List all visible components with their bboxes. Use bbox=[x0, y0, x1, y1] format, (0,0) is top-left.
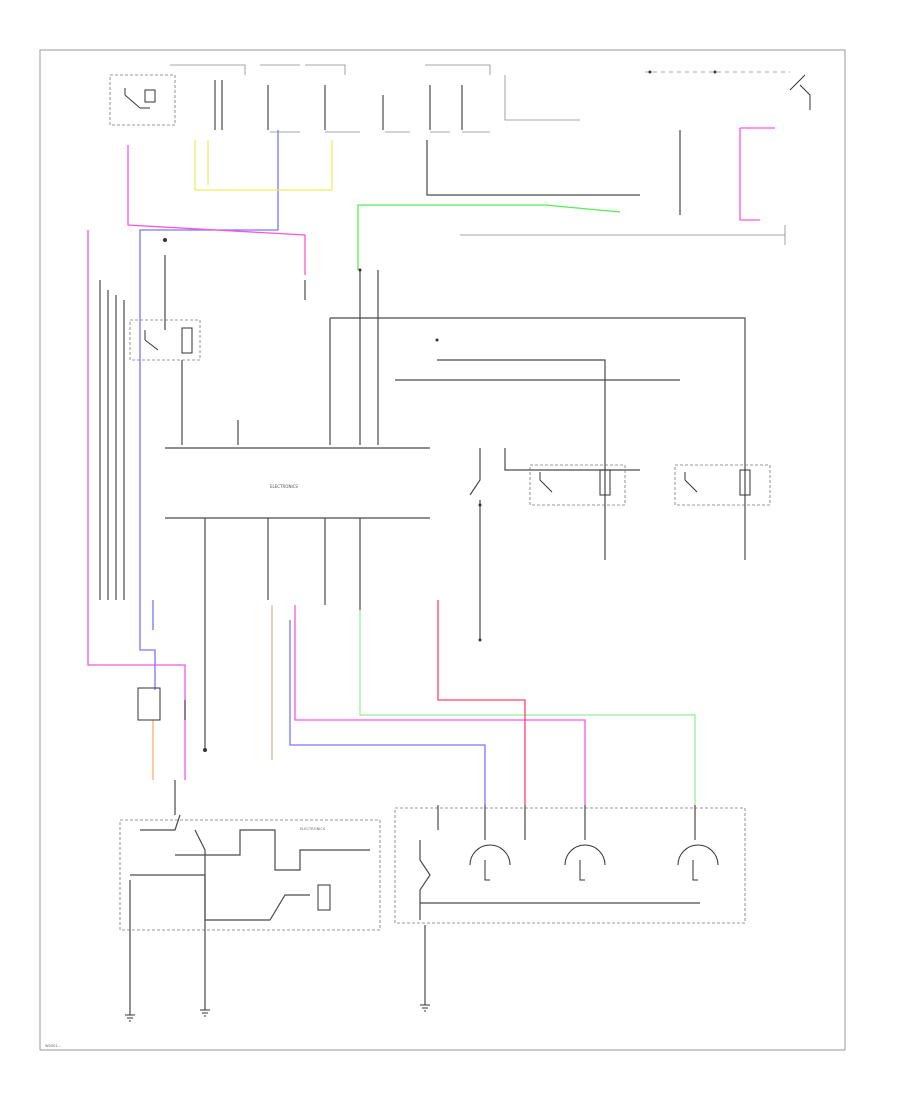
lower-center-label: ELECTRONICS bbox=[300, 827, 326, 831]
footer-code: W0001... bbox=[45, 1044, 61, 1048]
left-relay-coil bbox=[144, 89, 156, 103]
diagram-frame bbox=[39, 49, 846, 1051]
motor-module-box bbox=[394, 807, 746, 924]
pink-wire-mid bbox=[294, 605, 586, 805]
relay-box-1-switch bbox=[539, 472, 553, 493]
relay-box-2 bbox=[674, 464, 771, 506]
relay-box-1 bbox=[529, 464, 626, 506]
lower-right-motor-module bbox=[394, 805, 746, 1005]
motor-3 bbox=[677, 844, 719, 881]
fuse-bracket-3 bbox=[425, 64, 491, 75]
lower-left-box bbox=[119, 819, 381, 931]
pink-wire-top-right bbox=[739, 127, 775, 221]
relay-box-1-coil bbox=[599, 469, 611, 496]
upper-middle-relay bbox=[129, 255, 306, 445]
dot-6 bbox=[203, 748, 207, 752]
top-right-node-1 bbox=[648, 70, 652, 74]
top-right-switch bbox=[789, 74, 811, 110]
red-wire bbox=[437, 600, 526, 805]
lower-left-internal-1 bbox=[140, 814, 206, 930]
right-bus-frame bbox=[330, 317, 746, 560]
lower-left-coil bbox=[317, 884, 331, 911]
connection-dots bbox=[163, 238, 482, 752]
top-center-vertical bbox=[426, 140, 640, 196]
dot-3 bbox=[435, 338, 439, 342]
left-relay-switch bbox=[124, 88, 150, 109]
lower-left-internal-3 bbox=[130, 874, 310, 921]
motor-2 bbox=[564, 844, 606, 881]
electronics-center-label: ELECTRONICS bbox=[270, 484, 298, 489]
green-wire-top bbox=[357, 204, 621, 270]
lower-left-switch-module: ELECTRONICS bbox=[119, 780, 381, 1015]
ground-left bbox=[125, 1014, 135, 1022]
fuse-bracket-2 bbox=[260, 64, 346, 75]
fuse-row bbox=[214, 80, 463, 130]
relay-box-2-switch bbox=[684, 472, 698, 493]
top-right-node-2 bbox=[713, 70, 717, 74]
right-bus-inner-1 bbox=[437, 359, 606, 560]
center-switch-pole bbox=[469, 448, 481, 640]
ground-symbols bbox=[125, 1004, 430, 1022]
motor-1 bbox=[469, 844, 511, 881]
left-vertical-bus bbox=[99, 280, 125, 600]
top-fuse-section bbox=[109, 64, 811, 245]
ground-right bbox=[420, 1004, 430, 1012]
center-switch-top bbox=[504, 448, 640, 471]
light-green-wire bbox=[359, 610, 696, 805]
motor-module-left-switch bbox=[419, 840, 431, 920]
yellow-wire-top bbox=[194, 140, 333, 191]
relay-box-2-coil bbox=[739, 469, 751, 496]
blue-wire-mid bbox=[289, 620, 486, 805]
dot-5 bbox=[478, 638, 482, 642]
lower-left-internal-2 bbox=[175, 829, 370, 871]
top-right-module-bracket bbox=[460, 225, 786, 245]
pink-wire-top-left bbox=[127, 145, 306, 275]
upper-relay-coil bbox=[181, 327, 193, 354]
left-relay-box bbox=[109, 74, 176, 126]
center-right-relays bbox=[469, 448, 771, 640]
fuse-bracket-1 bbox=[170, 64, 246, 75]
ground-center bbox=[200, 1009, 210, 1017]
left-mid-connector bbox=[137, 687, 161, 721]
dot-2 bbox=[358, 268, 362, 272]
pink-wire-left-main bbox=[87, 230, 186, 780]
upper-relay-switch bbox=[144, 330, 159, 351]
dot-4 bbox=[478, 503, 482, 507]
fuse-bracket-4 bbox=[504, 75, 580, 121]
dot-1 bbox=[163, 238, 167, 242]
blue-wire-left bbox=[139, 130, 279, 690]
